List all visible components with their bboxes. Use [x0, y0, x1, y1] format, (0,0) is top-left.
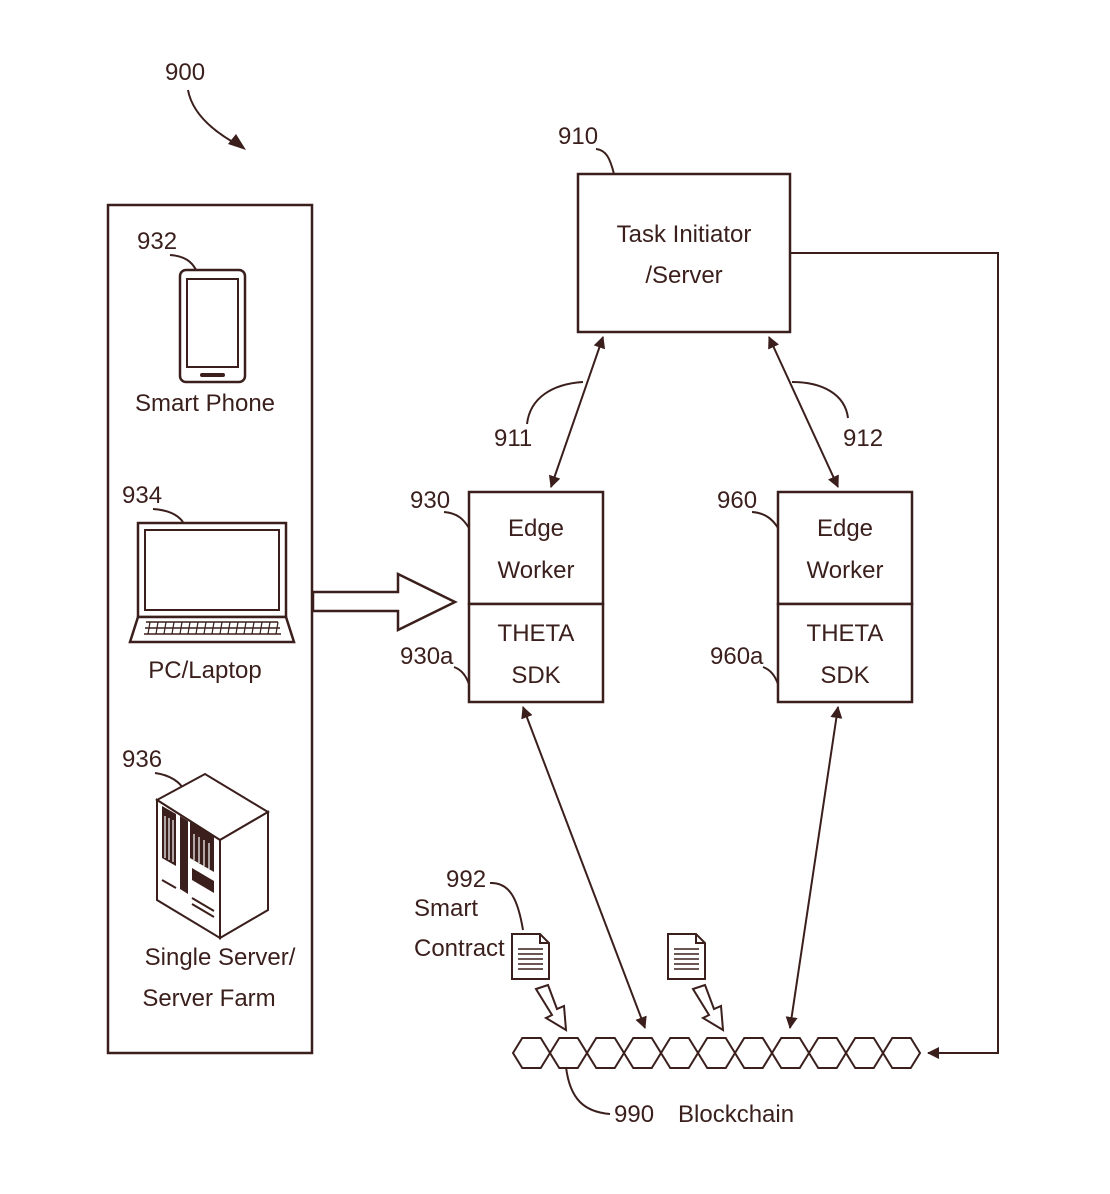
hollow-arrow-icon [311, 571, 458, 633]
link-server-blockchain [790, 252, 999, 1059]
document-icon [667, 933, 706, 980]
link-server-edge-right [768, 336, 839, 488]
contract-arrow-icon [534, 983, 568, 1032]
edge-left-sdk-ref-leader [453, 666, 470, 685]
blockchain-block [807, 1037, 848, 1069]
link-edge-left-blockchain [521, 706, 647, 1029]
laptop-ref-leader [152, 508, 184, 523]
server-ref: 936 [122, 746, 162, 773]
task-initiator-line2: /Server [645, 262, 722, 289]
document-icon [511, 933, 550, 980]
blockchain-block [770, 1037, 811, 1069]
contract-arrow-icon [691, 983, 725, 1032]
blockchain-chain [511, 1037, 922, 1069]
laptop-ref: 934 [122, 482, 162, 509]
link-edge-right-blockchain [785, 706, 843, 1029]
smartphone-icon [178, 268, 247, 384]
link-left-ref-leader [526, 381, 584, 425]
smart-contract-ref-leader [489, 881, 524, 931]
edge-right-sdk-ref: 960a [710, 643, 764, 670]
edge-right-sdk-box [776, 602, 914, 704]
smart-contract-ref: 992 [446, 866, 486, 893]
edge-left-ref-leader [443, 511, 470, 529]
figure-ref-arrow [187, 89, 241, 147]
link-right-ref: 912 [843, 425, 883, 452]
server-label-line1: Single Server/ [145, 944, 296, 971]
task-initiator-ref-leader [595, 148, 615, 175]
edge-right-bottom-line1: THETA [807, 620, 884, 647]
edge-right-ref: 960 [717, 487, 757, 514]
edge-left-worker-box [467, 490, 605, 606]
edge-left-bottom-line2: SDK [511, 662, 560, 689]
edge-right-ref-leader [751, 511, 779, 529]
smart-contract-line1: Smart [414, 895, 478, 922]
server-icon [155, 772, 270, 940]
figure-ref: 900 [165, 59, 205, 86]
figure-ref-arrowhead [228, 134, 246, 150]
blockchain-block [696, 1037, 737, 1069]
phone-ref: 932 [137, 228, 177, 255]
blockchain-block [622, 1037, 663, 1069]
edge-right-worker-box [776, 490, 914, 606]
link-right-ref-leader [791, 381, 849, 419]
phone-ref-leader [169, 254, 197, 271]
phone-label: Smart Phone [135, 390, 275, 417]
blockchain-ref-leader [565, 1066, 611, 1115]
blockchain-ref: 990 [614, 1101, 654, 1128]
edge-left-bottom-line1: THETA [498, 620, 575, 647]
task-initiator-ref: 910 [558, 123, 598, 150]
task-initiator-line1: Task Initiator [617, 221, 752, 248]
smart-contract-line2: Contract [414, 935, 505, 962]
blockchain-block [881, 1037, 922, 1069]
laptop-icon [128, 521, 296, 644]
link-server-edge-left [548, 336, 606, 488]
laptop-label: PC/Laptop [148, 657, 261, 684]
blockchain-block [548, 1037, 589, 1069]
server-label-line2: Server Farm [142, 985, 275, 1012]
edge-right-bottom-line2: SDK [820, 662, 869, 689]
edge-left-ref: 930 [410, 487, 450, 514]
link-left-ref: 911 [494, 425, 532, 452]
edge-left-sdk-box [467, 602, 605, 704]
edge-left-top-line2: Worker [498, 557, 575, 584]
blockchain-block [659, 1037, 700, 1069]
blockchain-block [844, 1037, 885, 1069]
task-initiator-box [576, 172, 792, 334]
edge-right-sdk-ref-leader [762, 666, 779, 685]
edge-right-top-line2: Worker [807, 557, 884, 584]
edge-right-top-line1: Edge [817, 515, 873, 542]
blockchain-label: Blockchain [678, 1101, 794, 1128]
blockchain-block [585, 1037, 626, 1069]
blockchain-block [733, 1037, 774, 1069]
blockchain-block [511, 1037, 552, 1069]
edge-left-sdk-ref: 930a [400, 643, 454, 670]
edge-left-top-line1: Edge [508, 515, 564, 542]
